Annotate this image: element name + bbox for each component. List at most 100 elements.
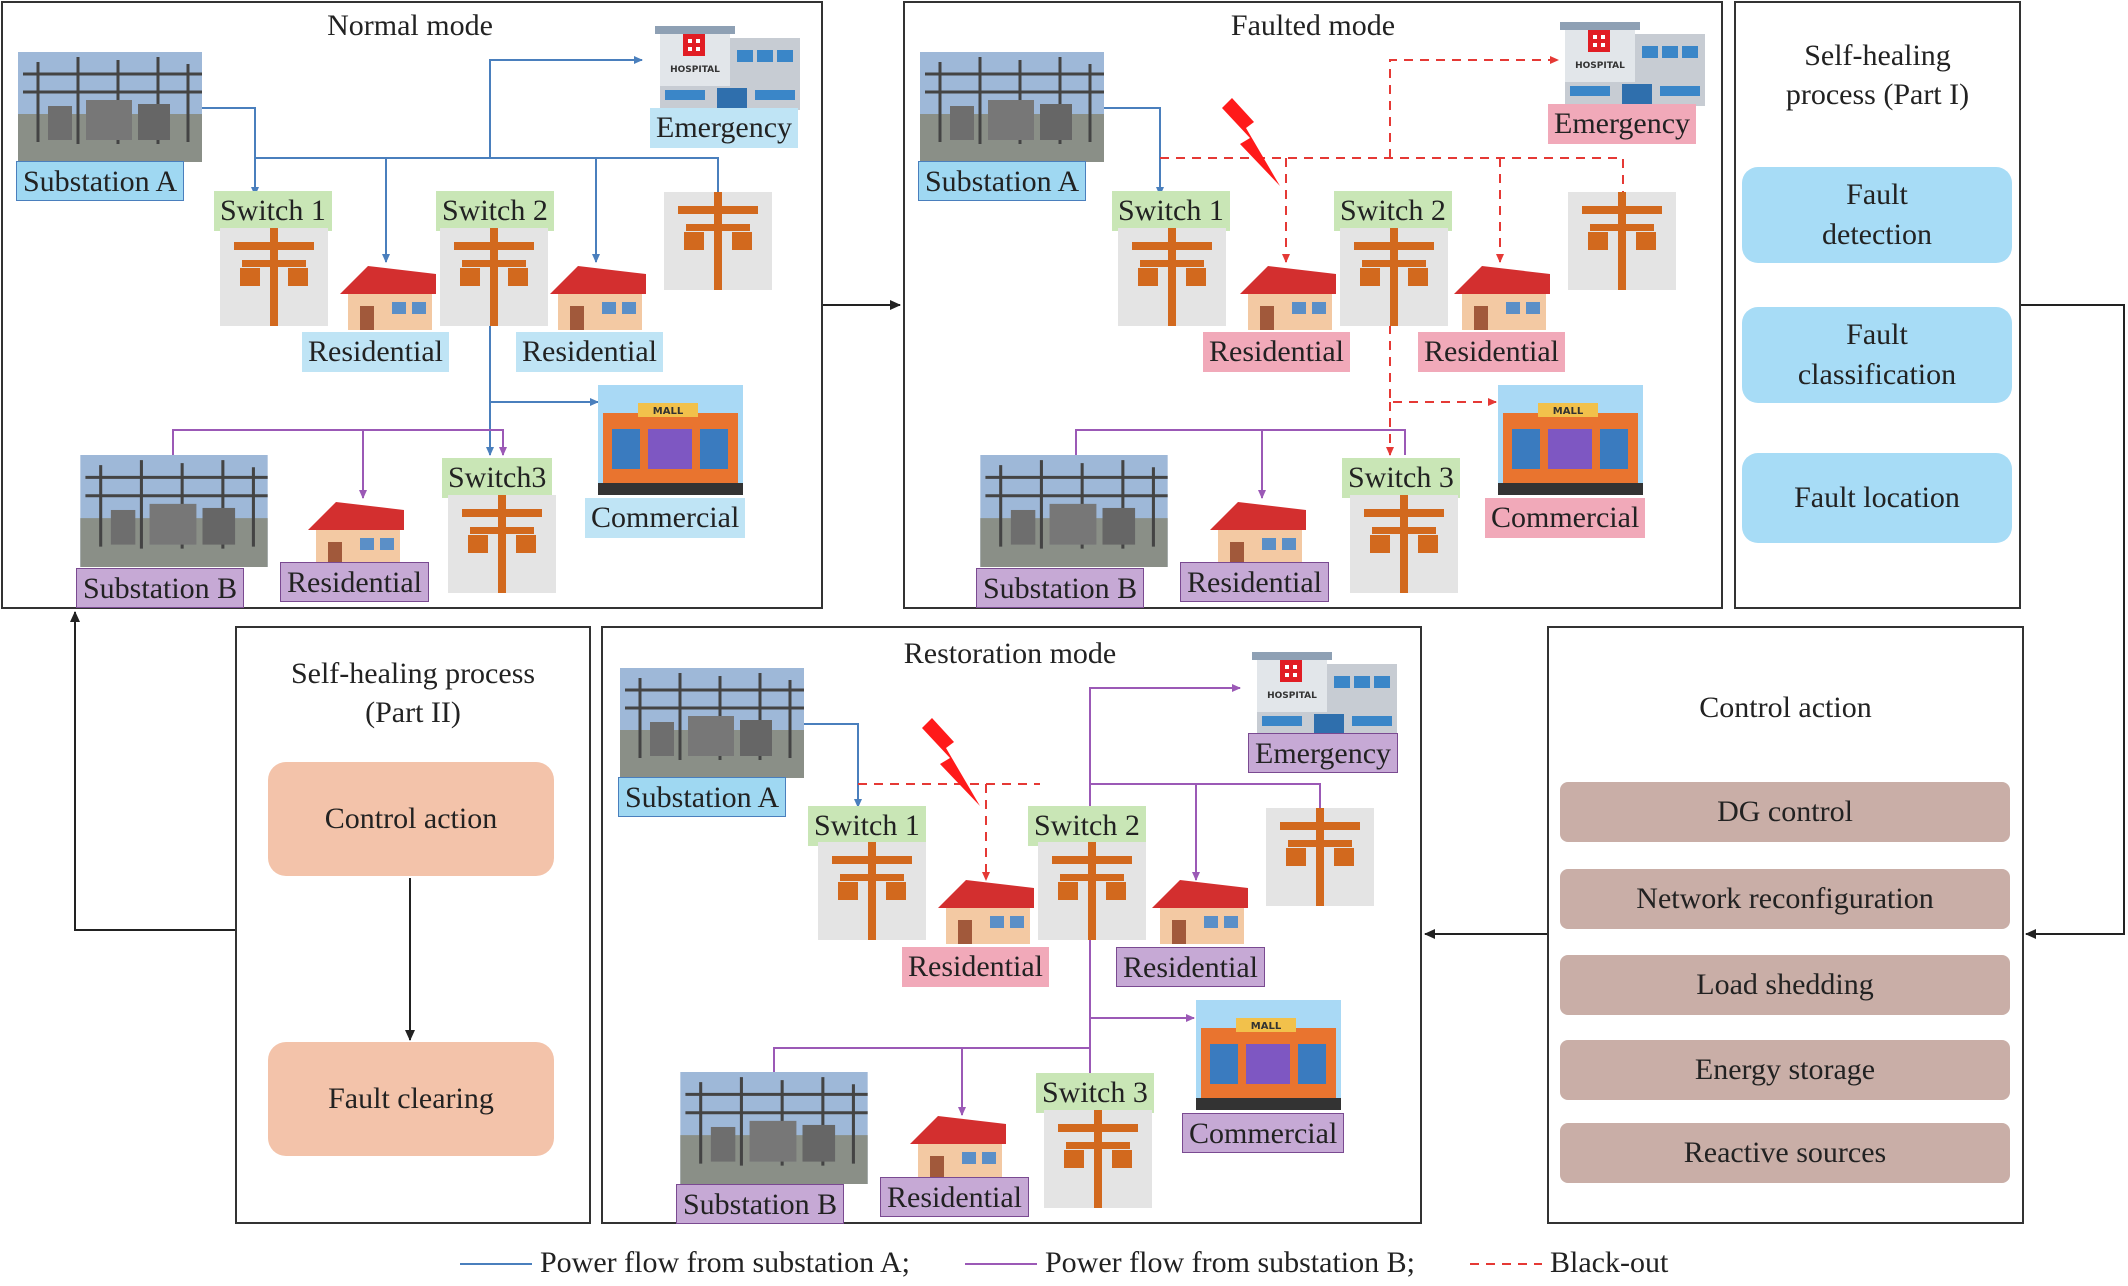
lightning-icon <box>1222 98 1280 186</box>
commercial-label: Commercial <box>1182 1113 1345 1153</box>
power-pole-icon <box>1038 842 1146 940</box>
commercial-label: Commercial <box>1485 498 1646 538</box>
legend-blackout: Black-out <box>1550 1246 1669 1279</box>
part2-title: Self-healing process (Part II) <box>235 654 591 732</box>
lightning-icon <box>922 718 980 806</box>
emergency-label: Emergency <box>1548 104 1697 144</box>
switch-2-label: Switch 2 <box>1028 806 1146 846</box>
house-icon <box>938 880 1034 944</box>
svg-text:MALL: MALL <box>1553 406 1584 417</box>
residential-label: Residential <box>1180 562 1329 602</box>
emergency-label: Emergency <box>1248 733 1399 773</box>
power-pole-icon <box>220 228 328 326</box>
svg-text:HOSPITAL: HOSPITAL <box>670 65 720 75</box>
substation-a-label: Substation A <box>16 161 185 201</box>
house-icon <box>1152 880 1248 944</box>
house-icon <box>340 266 436 330</box>
substation-icon <box>920 52 1104 162</box>
emergency-label: Emergency <box>650 108 799 148</box>
fault-clearing-step: Fault clearing <box>268 1042 554 1156</box>
substation-icon <box>680 1072 868 1184</box>
part1-title-line1: Self-healing <box>1804 39 1951 72</box>
switch-1-label: Switch 1 <box>1112 191 1230 231</box>
substation-a-label: Substation A <box>918 161 1087 201</box>
faulted-mode-title: Faulted mode <box>1230 9 1396 42</box>
dg-control-item: DG control <box>1560 782 2010 842</box>
power-pole-icon <box>818 842 926 940</box>
process-arrows <box>70 300 2125 1041</box>
power-pole-icon <box>1118 228 1226 326</box>
faulted-blackout <box>1160 56 1624 456</box>
hospital-icon: HOSPITAL <box>1560 22 1705 106</box>
fault-location-step: Fault location <box>1742 453 2012 543</box>
substation-b-label: Substation B <box>676 1184 845 1224</box>
substation-a-label: Substation A <box>618 777 787 817</box>
residential-label: Residential <box>516 332 663 372</box>
residential-label: Residential <box>302 332 449 372</box>
switch-2-label: Switch 2 <box>436 191 554 231</box>
part1-title: Self-healing process (Part I) <box>1734 36 2021 114</box>
mall-icon: MALL <box>598 385 743 495</box>
house-icon <box>1240 266 1336 330</box>
switch-1-label: Switch 1 <box>808 806 926 846</box>
power-pole-icon <box>1044 1110 1152 1208</box>
substation-icon <box>80 455 268 567</box>
restoration-mode-title: Restoration mode <box>903 637 1117 670</box>
power-pole-icon <box>1340 228 1448 326</box>
house-icon <box>1210 502 1306 566</box>
substation-icon <box>980 455 1168 567</box>
commercial-label: Commercial <box>585 498 746 538</box>
control-action-step: Control action <box>268 762 554 876</box>
house-icon <box>1454 266 1550 330</box>
svg-text:MALL: MALL <box>1251 1021 1282 1032</box>
residential-label: Residential <box>880 1177 1029 1217</box>
substation-icon <box>620 668 804 778</box>
residential-label: Residential <box>1116 947 1265 987</box>
substation-b-label: Substation B <box>76 568 245 608</box>
svg-text:HOSPITAL: HOSPITAL <box>1575 61 1625 71</box>
normal-flow-a <box>200 56 719 456</box>
reactive-sources-item: Reactive sources <box>1560 1123 2010 1183</box>
power-pole-icon <box>1350 495 1458 593</box>
mall-icon: MALL <box>1498 385 1643 495</box>
normal-mode-title: Normal mode <box>327 9 493 42</box>
power-pole-icon <box>1568 192 1676 290</box>
part1-title-line2: process (Part I) <box>1785 78 1970 111</box>
substation-icon <box>18 52 202 162</box>
switch-3-label: Switch 3 <box>1036 1073 1154 1113</box>
energy-storage-item: Energy storage <box>1560 1040 2010 1100</box>
switch-3-label: Switch 3 <box>1342 458 1460 498</box>
residential-label: Residential <box>280 562 429 602</box>
faulted-flow-a <box>1104 107 1164 196</box>
hospital-icon: HOSPITAL <box>655 26 800 110</box>
residential-label: Residential <box>1203 332 1350 372</box>
faulted-flow-b <box>1075 429 1406 499</box>
house-icon <box>910 1116 1006 1180</box>
legend-flow-b: Power flow from substation B; <box>1045 1246 1415 1279</box>
residential-label: Residential <box>902 947 1049 987</box>
house-icon <box>550 266 646 330</box>
switch-1-label: Switch 1 <box>214 191 332 231</box>
power-pole-icon <box>448 495 556 593</box>
svg-text:MALL: MALL <box>653 406 684 417</box>
part2-title-line2: (Part II) <box>365 696 461 729</box>
svg-text:HOSPITAL: HOSPITAL <box>1267 691 1317 701</box>
restoration-blackout <box>858 783 1040 881</box>
control-action-title: Control action <box>1699 691 1872 724</box>
switch-2-label: Switch 2 <box>1334 191 1452 231</box>
power-pole-icon <box>440 228 548 326</box>
network-reconfiguration-item: Network reconfiguration <box>1560 869 2010 929</box>
residential-label: Residential <box>1418 332 1565 372</box>
hospital-icon: HOSPITAL <box>1252 652 1397 736</box>
legend-flow-a: Power flow from substation A; <box>540 1246 910 1279</box>
substation-b-label: Substation B <box>976 568 1145 608</box>
power-pole-icon <box>1266 808 1374 906</box>
restoration-flow-a <box>804 723 862 808</box>
mall-icon: MALL <box>1196 1000 1341 1110</box>
switch-3-label: Switch3 <box>442 458 553 498</box>
normal-flow-b <box>172 429 507 499</box>
